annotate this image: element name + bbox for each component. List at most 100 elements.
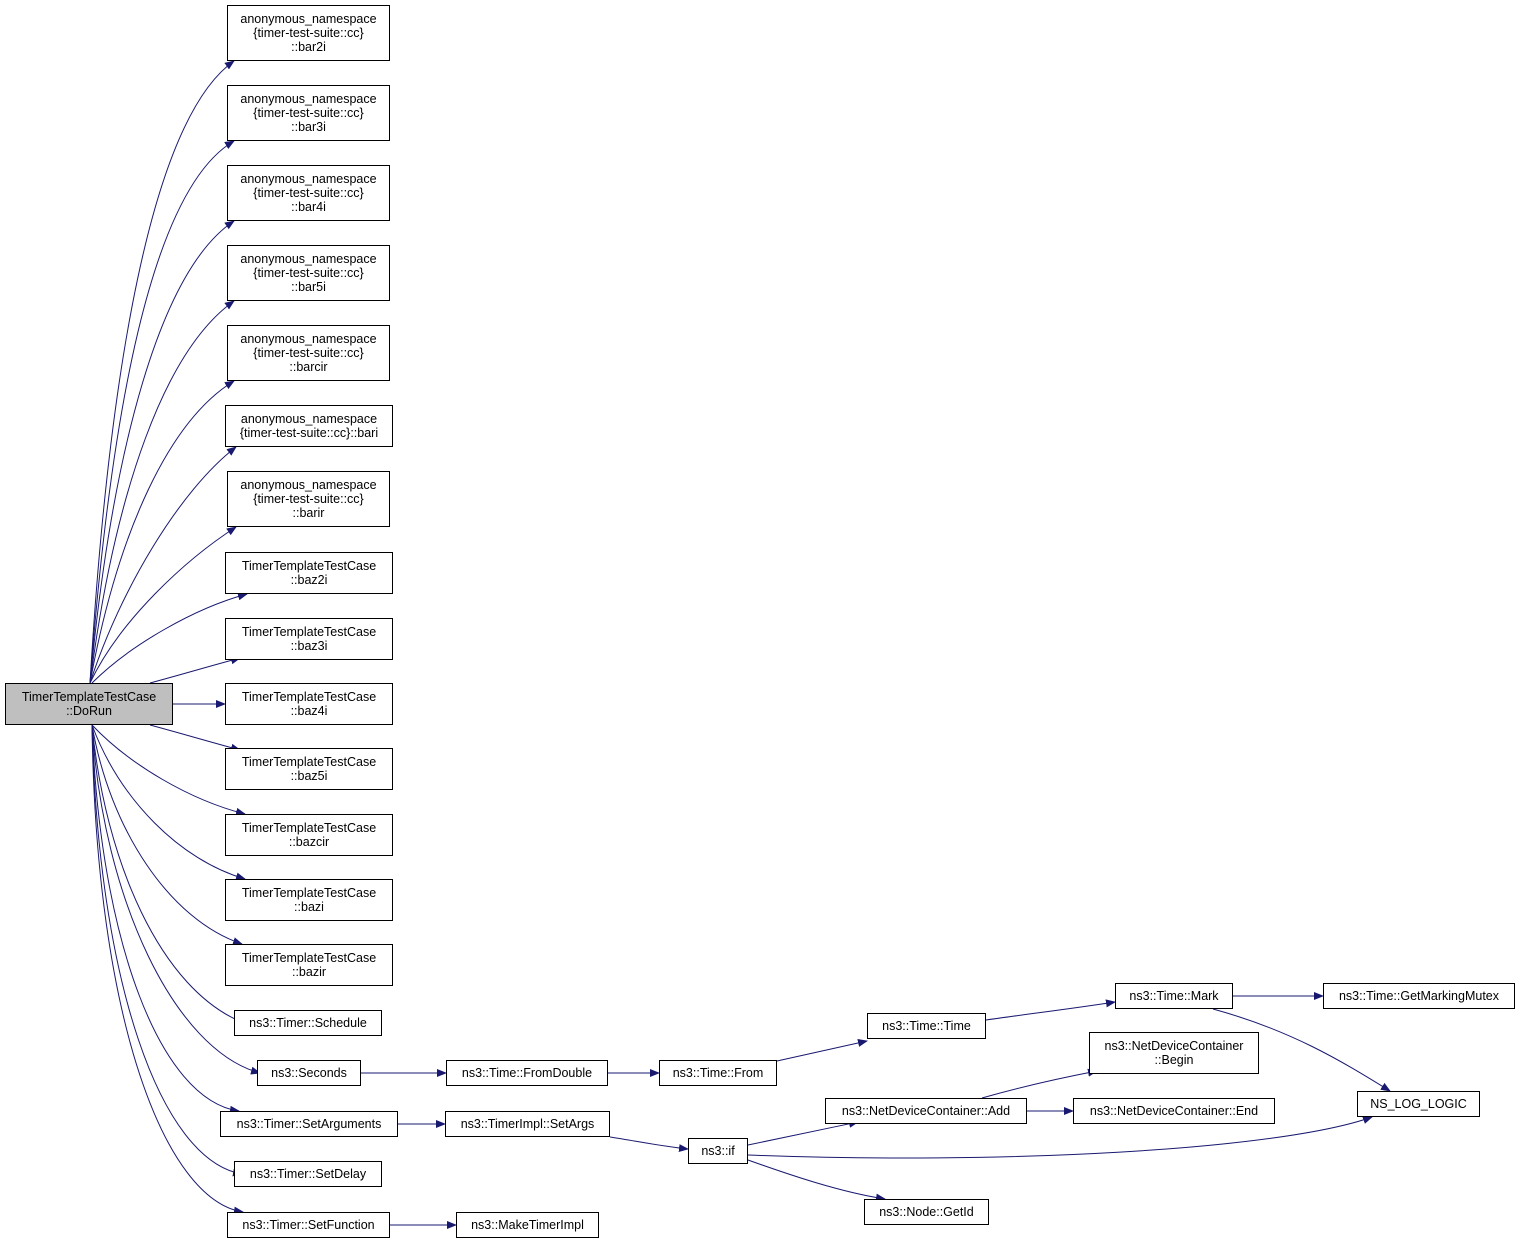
node-bazi[interactable]: TimerTemplateTestCase::bazi	[225, 879, 393, 921]
node-label-line: ns3::Time::FromDouble	[461, 1066, 593, 1080]
edge-from-to-time	[776, 1039, 868, 1062]
node-label-line: TimerTemplateTestCase	[241, 690, 377, 704]
node-label-line: ns3::NetDeviceContainer	[1104, 1039, 1244, 1053]
node-label-line: ::bazir	[291, 965, 327, 979]
edge-dorun-to-bar3i	[89, 140, 235, 684]
edge-dorun-to-bazir	[91, 724, 243, 945]
node-baz4i[interactable]: TimerTemplateTestCase::baz4i	[225, 683, 393, 725]
node-label-line: TimerTemplateTestCase	[241, 886, 377, 900]
node-fromdouble[interactable]: ns3::Time::FromDouble	[446, 1060, 608, 1086]
node-label-line: ::barir	[292, 506, 325, 520]
node-label-line: {timer-test-suite::cc}	[253, 26, 364, 40]
node-label-line: ns3::Timer::Schedule	[249, 1016, 367, 1030]
edge-dorun-to-baz5i	[149, 724, 241, 752]
node-label-line: ::bar2i	[291, 40, 326, 54]
node-label-line: ns3::Time::GetMarkingMutex	[1338, 989, 1499, 1003]
node-baz2i[interactable]: TimerTemplateTestCase::baz2i	[225, 552, 393, 594]
node-label-line: TimerTemplateTestCase	[241, 951, 377, 965]
node-bazir[interactable]: TimerTemplateTestCase::bazir	[225, 944, 393, 986]
node-label-line: ::baz2i	[290, 573, 328, 587]
node-label-line: ::Begin	[1154, 1053, 1194, 1067]
edge-dorun-to-barcir	[89, 380, 235, 684]
node-label-line: {timer-test-suite::cc}	[253, 346, 364, 360]
node-label-line: {timer-test-suite::cc}	[253, 266, 364, 280]
node-label-line: ns3::TimerImpl::SetArgs	[460, 1117, 595, 1131]
node-label-line: NS_LOG_LOGIC	[1370, 1097, 1467, 1111]
edge-if-to-getid	[747, 1159, 886, 1202]
node-label-line: anonymous_namespace	[240, 172, 377, 186]
node-label-line: ns3::NetDeviceContainer::End	[1089, 1104, 1259, 1118]
node-label-line: ::bazcir	[288, 835, 330, 849]
edge-dorun-to-seconds	[91, 724, 261, 1075]
node-label-line: anonymous_namespace	[240, 12, 377, 26]
node-label-line: ns3::Timer::SetDelay	[249, 1167, 367, 1181]
node-label-line: ns3::NetDeviceContainer::Add	[841, 1104, 1011, 1118]
edge-dorun-to-bazcir	[91, 724, 246, 816]
node-label-line: {timer-test-suite::cc}	[253, 492, 364, 506]
edge-dorun-to-bari	[89, 446, 237, 684]
node-bar4i[interactable]: anonymous_namespace{timer-test-suite::cc…	[227, 165, 390, 221]
edge-dorun-to-baz3i	[149, 656, 241, 684]
node-bazcir[interactable]: TimerTemplateTestCase::bazcir	[225, 814, 393, 856]
edge-mark-to-nslog	[1212, 1008, 1391, 1092]
node-label-line: ::bar4i	[291, 200, 326, 214]
node-label-line: ::barcir	[289, 360, 328, 374]
node-time[interactable]: ns3::Time::Time	[867, 1013, 986, 1039]
edge-setargs-to-if	[609, 1136, 689, 1153]
node-bari[interactable]: anonymous_namespace{timer-test-suite::cc…	[225, 405, 393, 447]
node-baz3i[interactable]: TimerTemplateTestCase::baz3i	[225, 618, 393, 660]
node-dorun[interactable]: TimerTemplateTestCase::DoRun	[5, 683, 173, 725]
node-setarguments[interactable]: ns3::Timer::SetArguments	[220, 1111, 398, 1137]
node-bar3i[interactable]: anonymous_namespace{timer-test-suite::cc…	[227, 85, 390, 141]
edge-if-to-nslog	[747, 1116, 1373, 1159]
node-getid[interactable]: ns3::Node::GetId	[864, 1199, 989, 1225]
node-label-line: ns3::Node::GetId	[879, 1205, 974, 1219]
node-if[interactable]: ns3::if	[688, 1138, 748, 1164]
node-setdelay[interactable]: ns3::Timer::SetDelay	[234, 1161, 382, 1187]
node-label-line: {timer-test-suite::cc}::bari	[239, 426, 379, 440]
node-label-line: ns3::Time::Mark	[1129, 989, 1219, 1003]
node-seconds[interactable]: ns3::Seconds	[257, 1060, 361, 1086]
edge-if-to-add	[747, 1119, 859, 1146]
node-label-line: ns3::Time::From	[672, 1066, 764, 1080]
node-from[interactable]: ns3::Time::From	[659, 1060, 777, 1086]
edge-add-to-begin	[981, 1068, 1098, 1099]
node-begin[interactable]: ns3::NetDeviceContainer::Begin	[1089, 1032, 1259, 1074]
node-setfunction[interactable]: ns3::Timer::SetFunction	[227, 1212, 390, 1238]
node-barcir[interactable]: anonymous_namespace{timer-test-suite::cc…	[227, 325, 390, 381]
node-bar5i[interactable]: anonymous_namespace{timer-test-suite::cc…	[227, 245, 390, 301]
node-label-line: {timer-test-suite::cc}	[253, 106, 364, 120]
edge-dorun-to-bar4i	[89, 220, 235, 684]
node-bar2i[interactable]: anonymous_namespace{timer-test-suite::cc…	[227, 5, 390, 61]
edge-dorun-to-barir	[89, 526, 237, 684]
node-baz5i[interactable]: TimerTemplateTestCase::baz5i	[225, 748, 393, 790]
edge-dorun-to-bar5i	[89, 300, 235, 684]
node-setargs[interactable]: ns3::TimerImpl::SetArgs	[445, 1111, 610, 1137]
node-label-line: ns3::MakeTimerImpl	[471, 1218, 584, 1232]
node-add[interactable]: ns3::NetDeviceContainer::Add	[825, 1098, 1027, 1124]
edge-dorun-to-setdelay	[91, 724, 243, 1177]
node-label-line: anonymous_namespace	[240, 92, 377, 106]
node-getmarkingmutex[interactable]: ns3::Time::GetMarkingMutex	[1323, 983, 1515, 1009]
node-label-line: ::bar3i	[291, 120, 326, 134]
node-label-line: ns3::if	[701, 1144, 735, 1158]
node-maketimerimpl[interactable]: ns3::MakeTimerImpl	[456, 1212, 599, 1238]
node-end[interactable]: ns3::NetDeviceContainer::End	[1073, 1098, 1275, 1124]
edge-dorun-to-schedule	[91, 724, 245, 1024]
edge-dorun-to-bar2i	[89, 60, 235, 684]
node-barir[interactable]: anonymous_namespace{timer-test-suite::cc…	[227, 471, 390, 527]
node-mark[interactable]: ns3::Time::Mark	[1115, 983, 1233, 1009]
edge-dorun-to-setfunction	[91, 724, 244, 1215]
node-label-line: ns3::Timer::SetArguments	[236, 1117, 382, 1131]
node-label-line: anonymous_namespace	[240, 252, 377, 266]
node-label-line: TimerTemplateTestCase	[21, 690, 157, 704]
node-label-line: ::baz4i	[290, 704, 328, 718]
node-nslog[interactable]: NS_LOG_LOGIC	[1357, 1091, 1480, 1117]
node-label-line: ::bar5i	[291, 280, 326, 294]
node-label-line: anonymous_namespace	[240, 412, 378, 426]
node-label-line: anonymous_namespace	[240, 478, 377, 492]
node-label-line: TimerTemplateTestCase	[241, 559, 377, 573]
node-schedule[interactable]: ns3::Timer::Schedule	[234, 1010, 382, 1036]
